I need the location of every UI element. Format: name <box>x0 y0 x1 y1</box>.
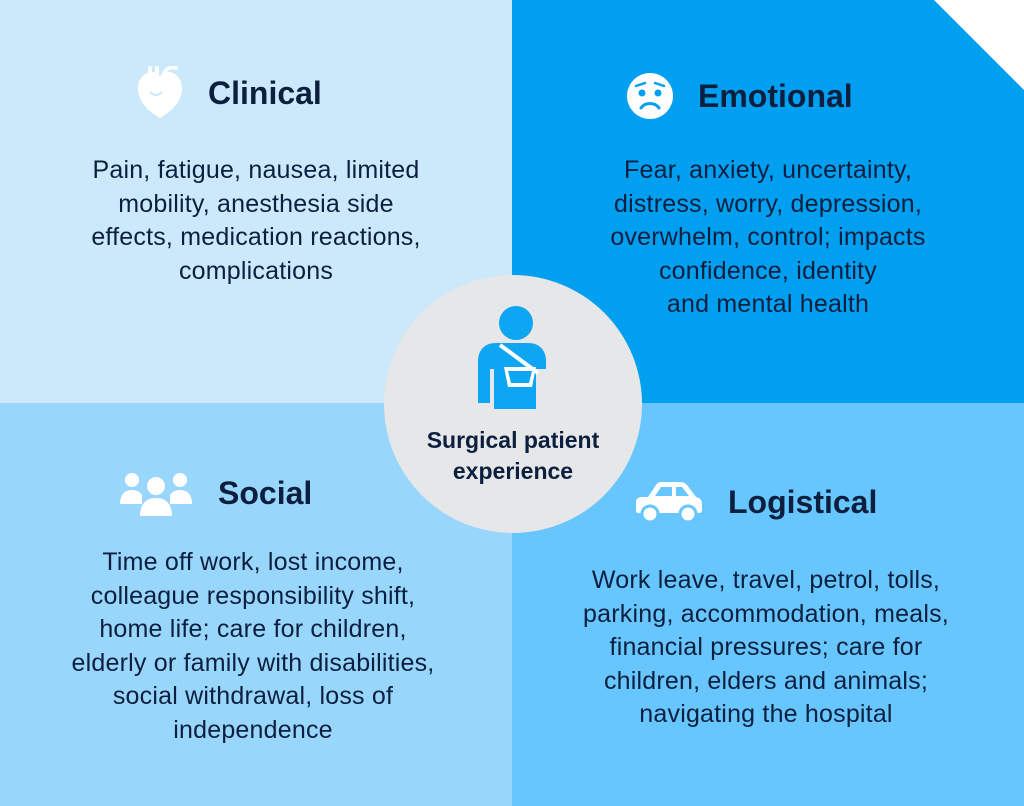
logistical-description: Work leave, travel, petrol, tolls, parki… <box>540 564 992 732</box>
text-line: Time off work, lost income, <box>102 548 404 576</box>
center-circle: Surgical patient experience <box>384 275 642 533</box>
text-line: mobility, anesthesia side <box>118 189 394 218</box>
text-line: social withdrawal, loss of <box>112 682 394 710</box>
social-heading: Social <box>118 470 312 516</box>
logistical-title: Logistical <box>728 483 878 520</box>
text-line: children, elders and animals; <box>603 666 929 695</box>
text-line: colleague responsibility shift, <box>90 581 416 610</box>
text-line: elderly or family with disabilities, <box>71 648 435 677</box>
clinical-description: Pain, fatigue, nausea, limited mobility,… <box>20 154 492 288</box>
text-line: independence <box>173 715 333 744</box>
text-line: confidence, identity <box>658 256 878 285</box>
center-label: Surgical patient experience <box>384 425 642 487</box>
text-line: overwhelm, control; impacts <box>610 223 926 251</box>
clinical-title: Clinical <box>208 74 322 111</box>
text-line: effects, medication reactions, <box>91 223 421 251</box>
text-line: home life; care for children, <box>99 615 407 643</box>
logistical-heading: Logistical <box>632 480 877 524</box>
worried-face-icon <box>626 72 674 120</box>
text-line: distress, worry, depression, <box>613 189 923 218</box>
heart-icon <box>136 66 184 120</box>
emotional-heading: Emotional <box>626 72 853 120</box>
text-line: financial pressures; care for <box>609 633 923 661</box>
text-line: complications <box>178 256 334 285</box>
text-line: and mental health <box>666 290 870 318</box>
social-description: Time off work, lost income, colleague re… <box>22 546 484 747</box>
clinical-heading: Clinical <box>136 66 322 120</box>
text-line: Work leave, travel, petrol, tolls, <box>591 566 941 594</box>
center-label-line: Surgical patient <box>426 427 600 453</box>
center-label-line: experience <box>452 458 574 484</box>
text-line: Pain, fatigue, nausea, limited <box>92 156 420 184</box>
text-line: navigating the hospital <box>639 700 893 728</box>
social-title: Social <box>218 474 313 511</box>
emotional-description: Fear, anxiety, uncertainty, distress, wo… <box>552 154 984 322</box>
text-line: parking, accommodation, meals, <box>583 599 949 628</box>
people-group-icon <box>118 470 194 516</box>
text-line: Fear, anxiety, uncertainty, <box>624 156 912 184</box>
patient-arm-sling-icon <box>470 303 556 414</box>
emotional-title: Emotional <box>698 77 853 114</box>
car-icon <box>632 480 704 524</box>
